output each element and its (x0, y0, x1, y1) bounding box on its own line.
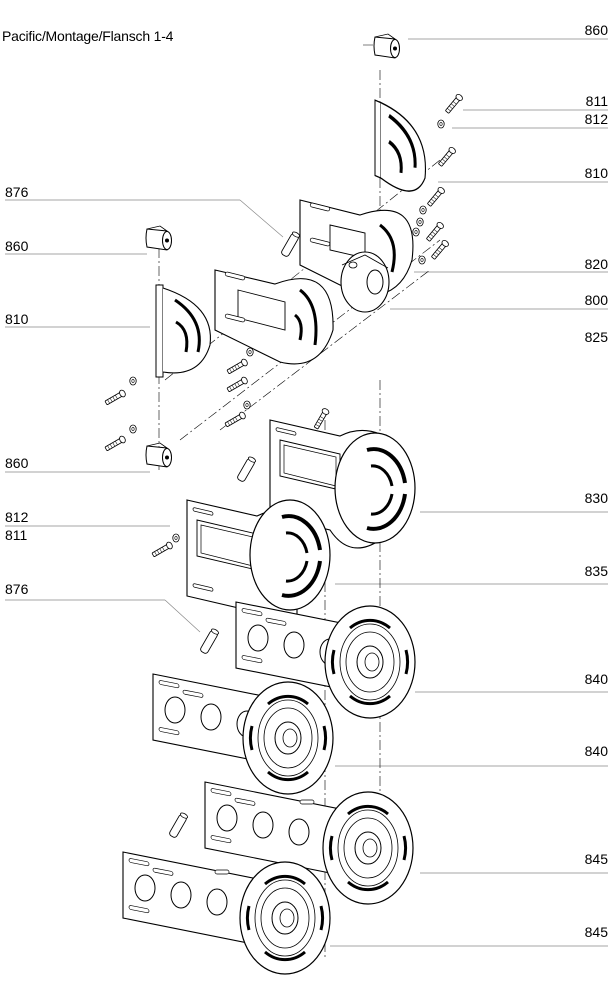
callout-835: 835 (584, 563, 608, 579)
callout-810-right: 810 (584, 165, 608, 181)
plate-845-front (122, 851, 332, 976)
callout-800: 800 (584, 292, 608, 308)
callout-825: 825 (584, 329, 608, 345)
pin-876-lower (199, 627, 220, 655)
screw-811-left (150, 533, 180, 559)
flange-plate-front (214, 269, 334, 365)
callout-812-left: 812 (5, 509, 29, 525)
callout-860-bottom: 860 (5, 455, 29, 471)
callout-876-lower: 876 (5, 581, 29, 597)
callout-845-b: 845 (584, 924, 608, 940)
hub-820 (340, 251, 390, 313)
callout-840-b: 840 (584, 743, 608, 759)
pin-845 (168, 811, 189, 839)
callout-820: 820 (584, 256, 608, 272)
knob-860-top (373, 33, 400, 59)
diagram-title: Pacific/Montage/Flansch 1-4 (2, 28, 174, 44)
bracket-810-left (155, 284, 211, 378)
pin-876-mid (236, 455, 257, 483)
callout-811-top: 811 (585, 93, 608, 109)
callout-876-upper: 876 (5, 184, 29, 200)
knob-860-left (145, 225, 172, 251)
callout-840-a: 840 (584, 671, 608, 687)
screw-830 (312, 407, 331, 431)
leader-lines (5, 38, 608, 947)
bracket-810-right (373, 98, 428, 194)
callout-845-a: 845 (584, 851, 608, 867)
callout-860-left: 860 (5, 238, 29, 254)
callout-812-top: 812 (584, 111, 608, 127)
plate-840-front (152, 673, 335, 796)
callout-830: 830 (584, 490, 608, 506)
callout-810-left: 810 (5, 311, 29, 327)
plate-845-back (204, 781, 415, 906)
callout-860-top: 860 (584, 22, 608, 38)
pin-876-upper (280, 230, 301, 258)
callout-811-left: 811 (5, 527, 28, 543)
